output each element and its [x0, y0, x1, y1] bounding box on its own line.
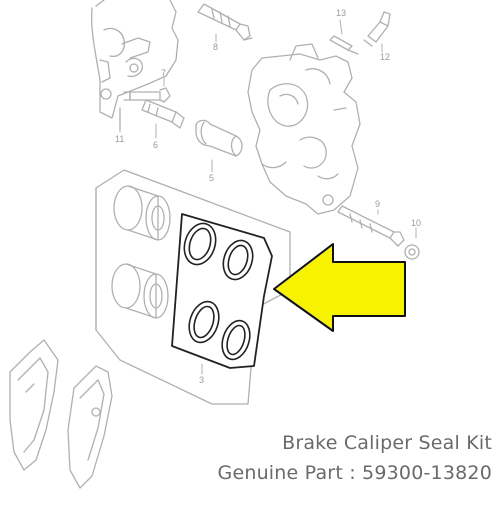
bolt-8 [197, 3, 253, 41]
cap-10 [404, 244, 420, 260]
callout-13: 13 [336, 8, 346, 18]
pin-7 [123, 87, 171, 103]
pin-6 [141, 99, 185, 129]
seal-ring-4 [221, 319, 251, 361]
callout-10: 10 [411, 218, 421, 228]
seal-kit-panel [171, 213, 273, 369]
brake-pad-left [9, 339, 59, 471]
callout-5: 5 [209, 173, 214, 183]
seal-ring-2 [222, 239, 254, 281]
boot-5 [195, 119, 243, 157]
callout-3: 3 [199, 375, 204, 385]
arrow-left-icon [273, 243, 406, 332]
callout-11: 11 [115, 134, 124, 144]
piston-upper [113, 185, 171, 241]
callout-9: 9 [375, 199, 380, 209]
brake-pad-right [67, 365, 113, 489]
caliper-body [247, 43, 361, 215]
clip-13 [329, 35, 359, 55]
callout-8: 8 [213, 42, 218, 52]
piston-lower [111, 263, 169, 319]
callout-7: 7 [161, 68, 166, 78]
bleeder-screw-12 [363, 11, 391, 47]
callout-6: 6 [153, 140, 158, 150]
seal-ring-1 [183, 222, 217, 266]
caliper-bracket [90, 0, 179, 131]
caption-part-number: Genuine Part : 59300-13820 [217, 462, 492, 484]
seal-ring-3 [188, 300, 220, 344]
bolt-9 [337, 205, 405, 247]
caption-title: Brake Caliper Seal Kit [282, 432, 492, 454]
leader-lines [119, 19, 417, 375]
callout-12: 12 [380, 52, 390, 62]
